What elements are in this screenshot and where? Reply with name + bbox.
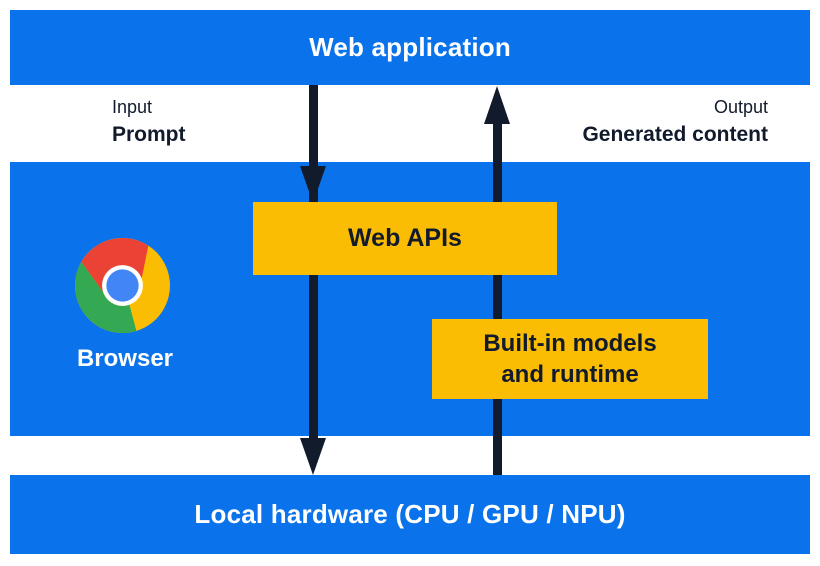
web-application-label: Web application xyxy=(309,32,511,62)
down-arrow-head-hardware xyxy=(300,438,326,475)
input-label-block: Input Prompt xyxy=(112,96,186,148)
up-arrow-head xyxy=(484,86,510,124)
output-label-block: Output Generated content xyxy=(582,96,768,148)
web-apis-box: Web APIs xyxy=(253,202,557,275)
output-label: Output xyxy=(713,97,768,117)
local-hardware-label: Local hardware (CPU / GPU / NPU) xyxy=(194,499,626,529)
browser-label: Browser xyxy=(76,345,174,372)
prompt-label: Prompt xyxy=(112,122,186,146)
chrome-icon xyxy=(75,238,170,333)
web-apis-label: Web APIs xyxy=(348,224,462,252)
builtin-models-label-line1: Built-in models xyxy=(483,330,657,357)
web-application-bar: Web application xyxy=(10,10,810,85)
down-arrow-head-webapis xyxy=(300,166,326,203)
generated-content-label: Generated content xyxy=(582,122,768,146)
up-arrow-shaft xyxy=(493,122,502,475)
input-label: Input xyxy=(112,97,153,117)
builtin-models-label-line2: and runtime xyxy=(501,361,639,388)
local-hardware-bar: Local hardware (CPU / GPU / NPU) xyxy=(10,475,810,554)
builtin-models-box: Built-in models and runtime xyxy=(432,319,708,399)
